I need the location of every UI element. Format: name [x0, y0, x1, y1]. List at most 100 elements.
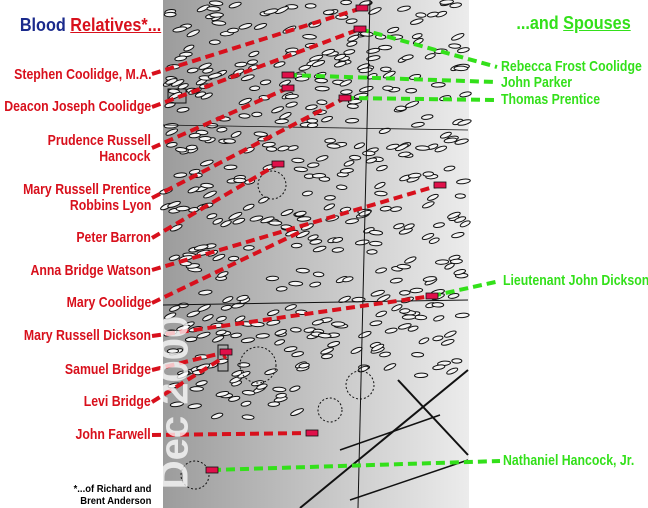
gravestone	[312, 245, 327, 253]
gravestone	[307, 162, 320, 168]
gravestone	[346, 103, 359, 109]
gravestone	[339, 167, 354, 174]
gravestone	[426, 11, 439, 18]
relative-label: Mary Coolidge	[66, 294, 151, 311]
gravestone	[451, 358, 463, 364]
gravestone	[206, 213, 218, 220]
relative-label: Samuel Bridge	[64, 361, 151, 378]
gravestone	[323, 9, 335, 16]
gravestone	[453, 269, 467, 276]
gravestone	[424, 53, 436, 60]
gravestone	[449, 2, 462, 9]
gravestone	[186, 29, 200, 38]
gravestone	[403, 223, 415, 230]
gravestone	[298, 362, 310, 369]
grave-marker	[281, 71, 295, 79]
gravestone	[223, 164, 238, 171]
gravestone	[216, 126, 228, 133]
gravestone	[212, 217, 223, 225]
gravestone	[448, 43, 462, 49]
relative-connector	[151, 294, 433, 338]
gravestone	[173, 172, 188, 178]
grave-marker	[353, 25, 367, 33]
footnote: *...of Richard and Brent Anderson	[73, 483, 151, 507]
gravestone	[174, 55, 187, 62]
gravestone	[375, 310, 388, 318]
gravestone	[457, 47, 470, 54]
gravestone	[253, 131, 268, 137]
gravestone	[387, 26, 400, 34]
gravestone	[275, 286, 288, 292]
gravestone	[189, 386, 204, 392]
gravestone	[258, 196, 269, 204]
gravestone	[430, 82, 446, 88]
gravestone	[371, 343, 385, 352]
gravestone	[227, 255, 240, 262]
relative-connector	[150, 354, 228, 404]
gravestone	[390, 206, 402, 212]
gravestone	[267, 401, 281, 407]
gravestone	[215, 315, 227, 322]
gravestone	[198, 135, 212, 142]
gravestone	[232, 217, 246, 225]
gravestone	[393, 223, 405, 230]
map-paths	[162, 0, 469, 508]
relative-connector	[151, 27, 361, 109]
gravestone	[198, 62, 212, 70]
grave-marker	[355, 4, 369, 12]
gravestone	[230, 131, 242, 138]
gravestone	[284, 304, 297, 311]
relative-label: Levi Bridge	[84, 393, 151, 410]
gravestone	[451, 231, 465, 239]
gravestone	[315, 155, 329, 162]
gravestone	[285, 101, 298, 108]
gravestone	[290, 327, 302, 333]
relative-label: John Farwell	[75, 426, 151, 443]
relative-label: Deacon Joseph Coolidge	[4, 98, 151, 115]
gravestone	[212, 335, 225, 343]
gravestone	[240, 337, 255, 344]
gravestone	[434, 145, 448, 153]
gravestone	[260, 216, 275, 224]
gravestone	[305, 104, 318, 111]
spouses-heading: ...and Spouses	[516, 13, 630, 34]
gravestone	[311, 59, 326, 67]
spouse-connector	[344, 96, 496, 102]
gravestone	[196, 4, 210, 13]
gravestone	[444, 262, 455, 270]
gravestone	[210, 412, 224, 420]
gravestone	[291, 351, 304, 358]
gravestone	[175, 147, 188, 153]
gravestone	[273, 61, 286, 68]
gravestone	[369, 240, 383, 247]
gravestone	[288, 280, 304, 287]
gravestone	[459, 91, 472, 98]
gravestone	[237, 371, 251, 379]
gravestone	[314, 77, 328, 84]
gravestone	[345, 18, 358, 24]
gravestone	[215, 390, 230, 397]
gravestone	[399, 308, 411, 314]
grave-marker	[205, 466, 219, 474]
gravestone	[267, 309, 280, 317]
gravestone	[409, 287, 424, 294]
gravestone	[242, 203, 255, 211]
spouse-connector	[211, 459, 501, 472]
gravestone	[362, 150, 376, 157]
gravestone	[382, 85, 394, 91]
gravestone	[274, 118, 289, 125]
gravestone	[414, 372, 429, 379]
gravestone	[304, 3, 317, 9]
gravestone	[447, 293, 460, 299]
gravestone	[237, 362, 251, 368]
gravestone	[294, 210, 307, 217]
gravestone	[343, 160, 355, 167]
gravestone	[241, 389, 256, 396]
gravestone	[435, 259, 450, 265]
gravestone	[249, 85, 261, 92]
gravestone	[421, 114, 434, 120]
spouse-label: Nathaniel Hancock, Jr.	[503, 452, 635, 469]
gravestone	[169, 401, 184, 408]
grave-marker	[425, 292, 439, 300]
